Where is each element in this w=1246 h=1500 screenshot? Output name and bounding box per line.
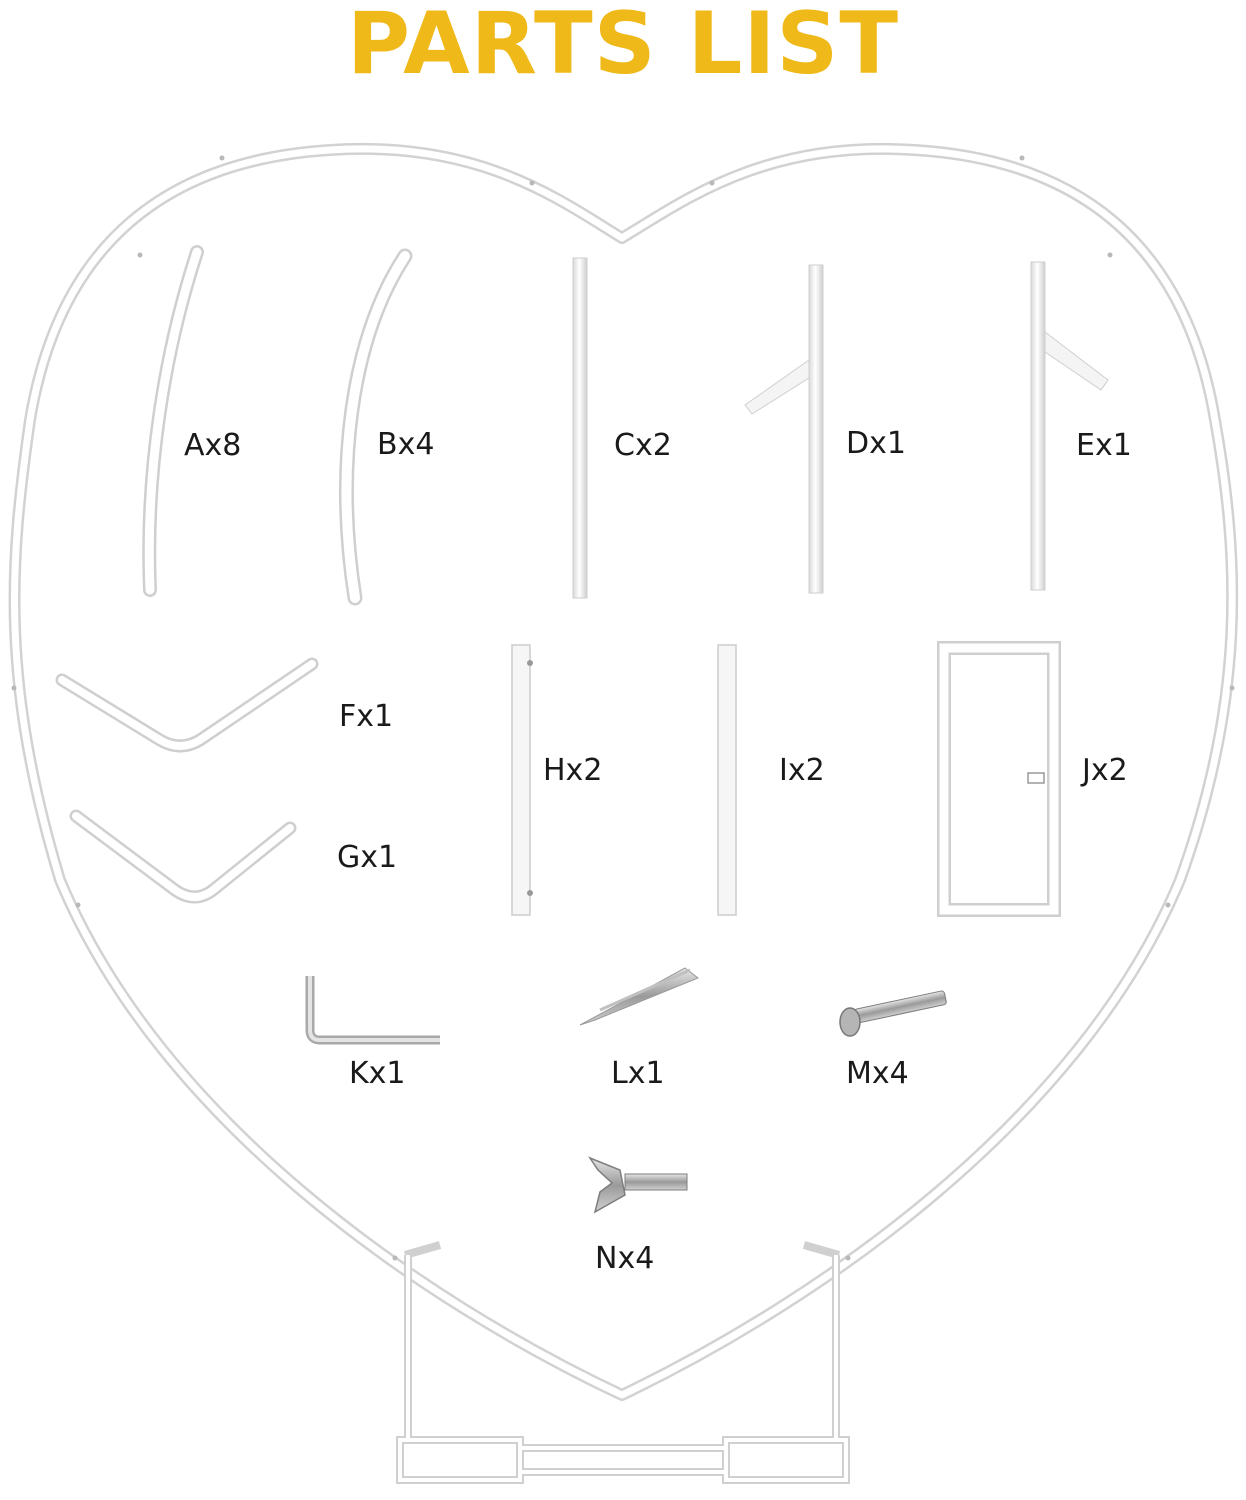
part-label-b: Bx4 <box>377 427 435 462</box>
part-a-curved-tube <box>142 245 204 597</box>
part-label-d: Dx1 <box>846 426 906 461</box>
part-label-g: Gx1 <box>337 840 398 875</box>
part-h-square-bar <box>511 644 533 916</box>
part-label-e: Ex1 <box>1076 428 1132 463</box>
part-label-m: Mx4 <box>846 1056 909 1091</box>
part-label-c: Cx2 <box>614 428 672 463</box>
part-label-f: Fx1 <box>339 699 394 734</box>
part-label-j: Jx2 <box>1082 753 1128 788</box>
heart-arch-frame <box>8 142 1239 1401</box>
part-label-a: Ax8 <box>184 428 242 463</box>
part-label-l: Lx1 <box>611 1056 665 1091</box>
part-n-wing-screw <box>588 1156 688 1214</box>
page-title: PARTS LIST <box>347 0 899 94</box>
part-e-tube-with-bracket <box>1030 261 1109 591</box>
part-g-v-tube <box>69 809 297 904</box>
part-label-k: Kx1 <box>349 1056 406 1091</box>
part-label-i: Ix2 <box>779 753 825 788</box>
part-c-straight-tube <box>572 257 588 599</box>
part-label-h: Hx2 <box>543 753 603 788</box>
part-k-hex-key <box>305 976 440 1045</box>
part-b-curved-tube <box>339 248 413 606</box>
part-f-v-tube <box>55 657 319 753</box>
part-label-n: Nx4 <box>595 1241 655 1276</box>
part-i-square-bar <box>717 644 737 916</box>
stand-base <box>396 1241 850 1484</box>
part-l-ground-stake <box>579 967 699 1026</box>
part-m-hex-bolt <box>839 990 947 1037</box>
part-j-rectangular-frame <box>937 641 1061 917</box>
part-d-tube-with-bracket <box>744 264 824 594</box>
